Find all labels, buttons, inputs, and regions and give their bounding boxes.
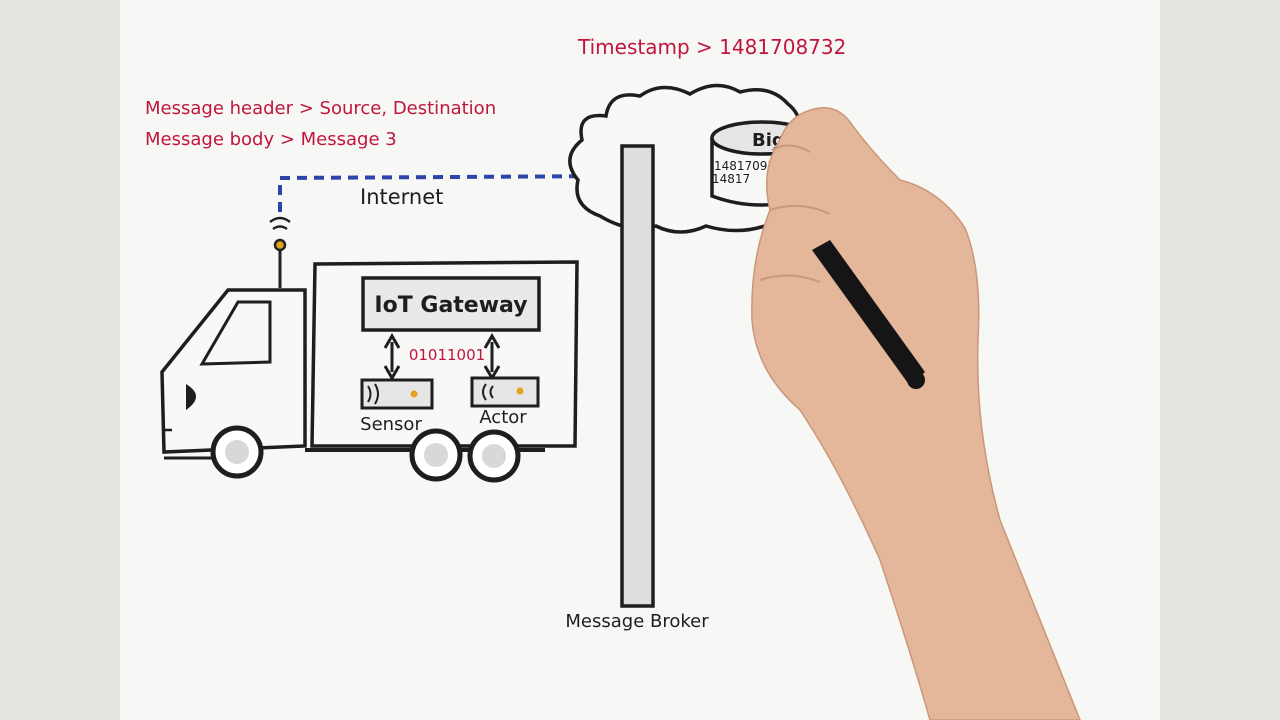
binary-data-label: 01011001: [409, 346, 485, 364]
database-row-2: 14817: [712, 172, 750, 186]
message-header-annotation: Message header > Source, Destination: [145, 98, 496, 119]
sensor-label: Sensor: [360, 414, 422, 435]
internet-label: Internet: [360, 185, 443, 209]
actor-label: Actor: [479, 407, 527, 428]
message-broker-pillar: [622, 146, 653, 606]
message-broker-label: Message Broker: [565, 611, 709, 632]
database-row-1: 14817093: [714, 159, 775, 173]
sensor-device: [362, 380, 432, 408]
iot-gateway-label: IoT Gateway: [374, 293, 527, 318]
actor-device: [472, 378, 538, 406]
timestamp-annotation: Timestamp > 1481708732: [577, 35, 846, 59]
message-body-annotation: Message body > Message 3: [145, 129, 397, 150]
